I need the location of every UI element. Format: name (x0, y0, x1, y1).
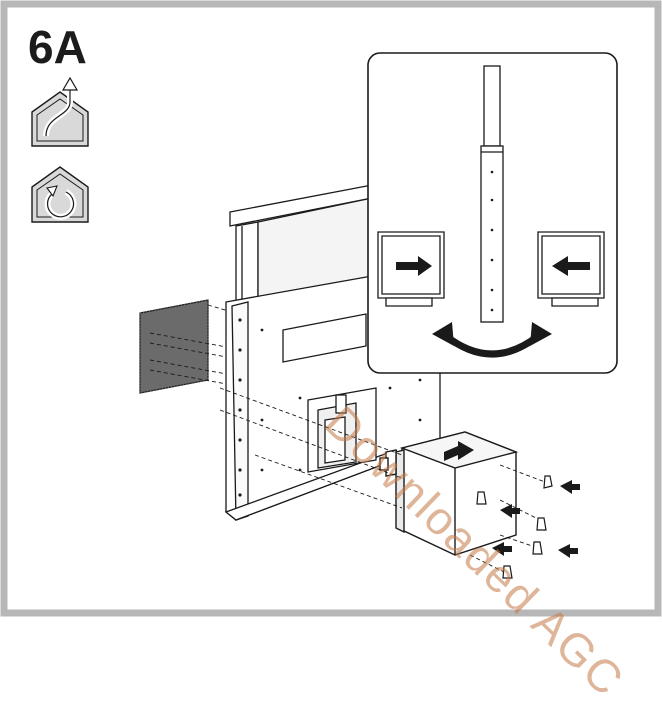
detail-inset (367, 52, 618, 374)
frame-border (0, 0, 662, 617)
arrow-right-icon (396, 256, 432, 276)
diagram-canvas (0, 0, 662, 617)
rotate-arc-arrow-icon (432, 322, 552, 358)
screw-set (476, 475, 580, 579)
rising-canopy (229, 184, 373, 307)
arrow-left-icon (560, 480, 580, 494)
grease-filter-panel (139, 299, 209, 394)
telescopic-column (480, 65, 504, 323)
ducted-extraction-house-icon (31, 76, 89, 147)
arrow-left-icon (492, 542, 512, 556)
recirculation-house-icon (31, 166, 89, 223)
arrow-left-icon (552, 256, 590, 276)
housing-screws (238, 318, 422, 497)
insert-arrow-icon (444, 441, 474, 461)
arrow-left-icon (558, 544, 578, 558)
arrow-left-icon (500, 504, 520, 518)
step-label: 6A (28, 21, 87, 73)
